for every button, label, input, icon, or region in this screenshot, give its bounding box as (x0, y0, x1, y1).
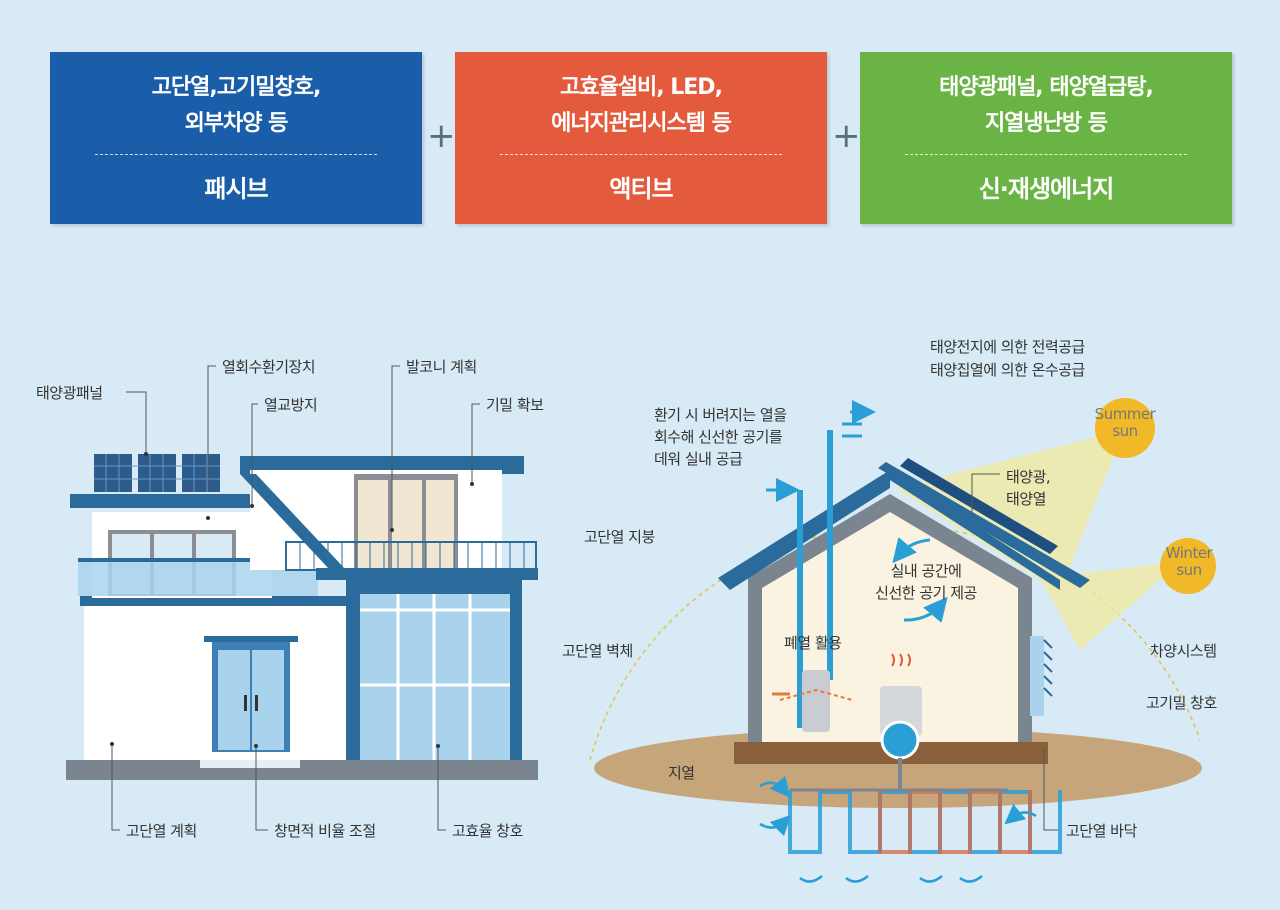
renewable-title: 신·재생에너지 (978, 175, 1115, 203)
right-leader-lines (971, 473, 1058, 831)
right-house (589, 398, 1216, 883)
label-high-eff-window: 고효율 창호 (452, 822, 523, 840)
renewable-description: 태양광패널, 태양열급탕,지열냉난방 등 (939, 75, 1154, 136)
label-roof: 고단열 지붕 (584, 528, 655, 546)
label-balcony: 발코니 계획 (406, 358, 477, 376)
left-leader-lines (111, 365, 480, 831)
active-title: 액티브 (609, 175, 673, 203)
label-geothermal: 지열 (668, 764, 695, 782)
passive-divider (94, 154, 378, 155)
plus-sign-1: + (427, 116, 456, 156)
solar-panels (94, 454, 220, 492)
label-thermal-bridge: 열교방지 (264, 396, 318, 414)
active-description: 고효율설비, LED,에너지관리시스템 등 (551, 75, 732, 136)
renewable-divider (904, 154, 1188, 155)
label-waste-heat: 폐열 활용 (784, 634, 842, 652)
left-house (66, 454, 538, 780)
renewable-box: 태양광패널, 태양열급탕,지열냉난방 등 신·재생에너지 (860, 52, 1232, 224)
left-leader-dots (110, 452, 474, 748)
passive-box: 고단열,고기밀창호,외부차양 등 패시브 (50, 52, 422, 224)
active-divider (499, 154, 783, 155)
plus-sign-2: + (832, 116, 861, 156)
label-shading: 차양시스템 (1150, 642, 1217, 660)
passive-description: 고단열,고기밀창호,외부차양 등 (151, 75, 322, 136)
label-window-ratio: 창면적 비율 조절 (274, 822, 376, 840)
passive-title: 패시브 (204, 175, 268, 203)
active-box: 고효율설비, LED,에너지관리시스템 등 액티브 (455, 52, 827, 224)
label-airtight: 기밀 확보 (486, 396, 544, 414)
label-wall: 고단열 벽체 (562, 642, 633, 660)
label-airtight-window: 고기밀 창호 (1146, 694, 1217, 712)
label-solar-panel: 태양광패널 (36, 384, 103, 402)
label-floor: 고단열 바닥 (1066, 822, 1137, 840)
label-heat-recovery: 열회수환기장치 (222, 358, 316, 376)
label-insulation-plan: 고단열 계획 (126, 822, 197, 840)
label-solar: 태양광,태양열 (1006, 468, 1051, 508)
